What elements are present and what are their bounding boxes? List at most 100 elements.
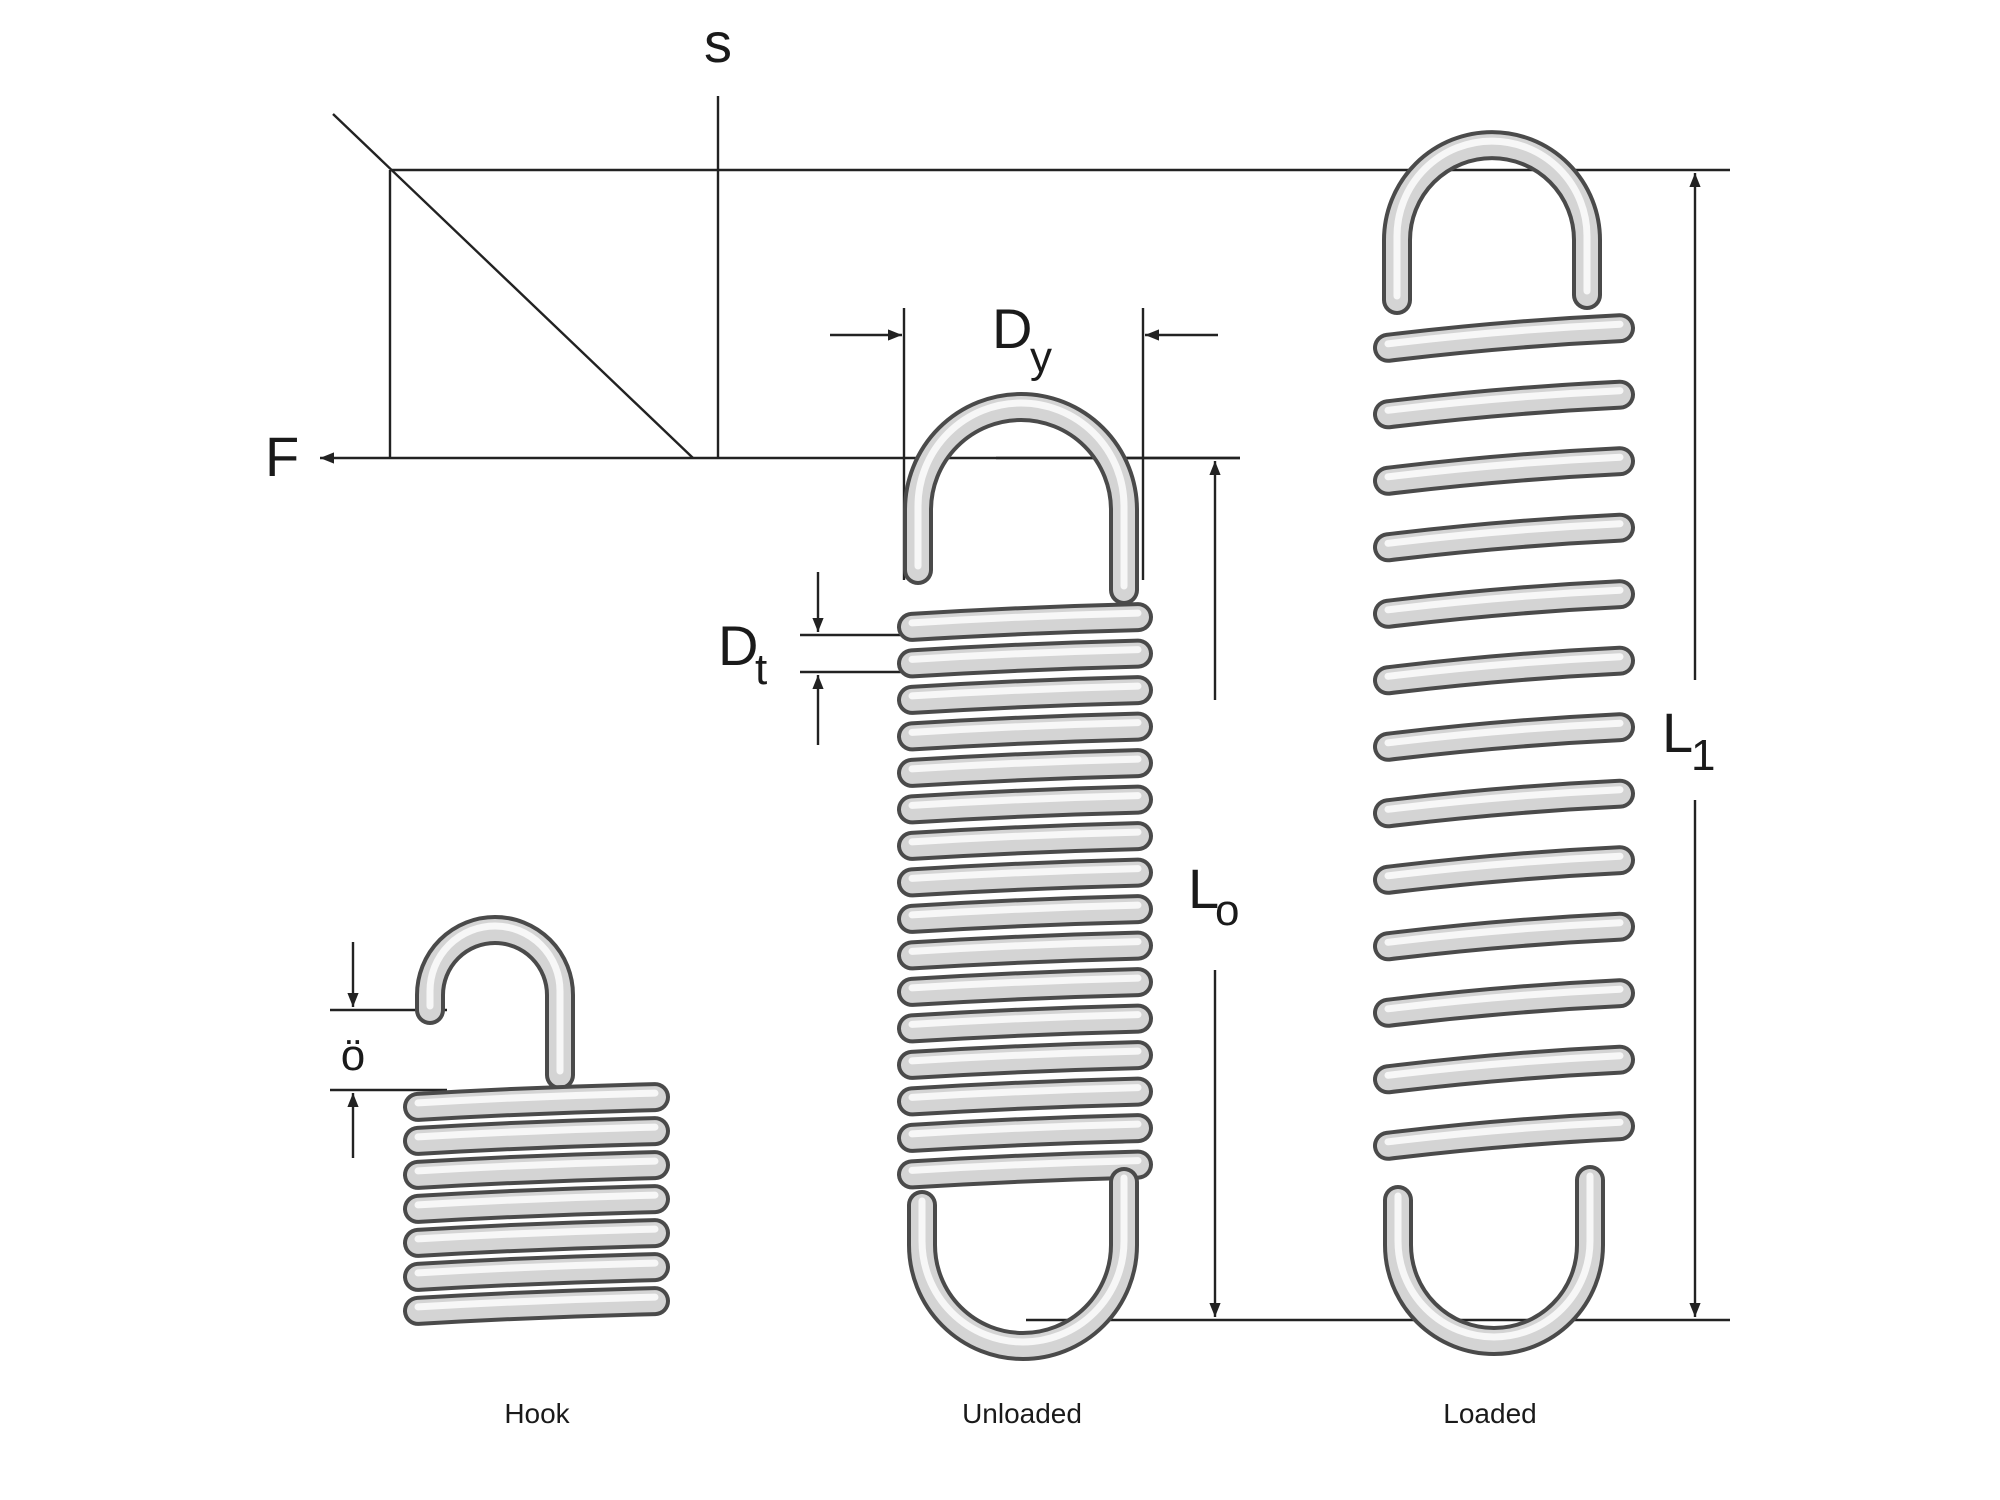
wire-diameter-dimension bbox=[800, 572, 905, 745]
unloaded-coil-2-highlight bbox=[908, 646, 1142, 663]
hook-coil-1-fill bbox=[407, 1086, 666, 1118]
loaded-coil-10-fill bbox=[1377, 915, 1631, 958]
loaded-coil-8-fill bbox=[1377, 782, 1631, 825]
hook-coil-6-fill bbox=[407, 1256, 666, 1288]
hook-coil-2-fill bbox=[407, 1120, 666, 1152]
loaded-coil-7-highlight bbox=[1384, 719, 1624, 747]
unloaded-coil-8-fill bbox=[901, 861, 1149, 894]
s-label: s bbox=[704, 11, 732, 74]
loaded-coil-12-fill bbox=[1377, 1048, 1631, 1091]
hook-coil-7-highlight bbox=[414, 1293, 659, 1311]
hook-coil-6-highlight bbox=[414, 1259, 659, 1277]
hook-eye-highlight bbox=[426, 922, 564, 1075]
dy-label: D bbox=[992, 297, 1032, 360]
loaded-coil-8-highlight bbox=[1384, 786, 1624, 813]
o-umlaut-label: ö bbox=[341, 1031, 365, 1080]
loaded-top-eye-highlight bbox=[1393, 137, 1591, 300]
hook-coil-2-highlight bbox=[414, 1123, 659, 1141]
unloaded-coil-13-highlight bbox=[908, 1047, 1142, 1065]
hook-coil-5-fill bbox=[407, 1222, 666, 1254]
loaded-caption: Loaded bbox=[1443, 1398, 1536, 1429]
unloaded-top-eye-highlight bbox=[914, 399, 1128, 590]
dy-subscript: y bbox=[1030, 333, 1052, 382]
unloaded-coil-2-fill bbox=[901, 642, 1149, 675]
loaded-coil-1-fill bbox=[1377, 317, 1631, 359]
loaded-coil-13-highlight bbox=[1384, 1118, 1624, 1146]
hook-coil-1-highlight bbox=[414, 1089, 659, 1107]
unloaded-coil-11-highlight bbox=[908, 974, 1142, 992]
unloaded-coil-16-highlight bbox=[908, 1157, 1142, 1174]
loaded-coil-2-fill bbox=[1377, 383, 1631, 426]
loaded-coil-1-highlight bbox=[1384, 320, 1624, 348]
unloaded-coil-6-fill bbox=[901, 788, 1149, 821]
loaded-coil-5-fill bbox=[1377, 583, 1631, 625]
unloaded-coil-5-highlight bbox=[908, 755, 1142, 773]
loaded-coil-6-highlight bbox=[1384, 653, 1624, 680]
unloaded-coil-16-fill bbox=[901, 1153, 1149, 1186]
unloaded-coil-1-fill bbox=[901, 606, 1149, 638]
unloaded-coil-15-highlight bbox=[908, 1120, 1142, 1138]
unloaded-coil-12-fill bbox=[901, 1007, 1149, 1040]
unloaded-spring bbox=[897, 392, 1153, 1361]
unloaded-coil-3-fill bbox=[901, 679, 1149, 711]
unloaded-coil-11-fill bbox=[901, 971, 1149, 1003]
unloaded-coil-4-highlight bbox=[908, 719, 1142, 736]
unloaded-coil-9-fill bbox=[901, 898, 1149, 930]
hook-coil-5-highlight bbox=[414, 1225, 659, 1243]
hook-eye-fill bbox=[419, 919, 571, 1086]
loaded-coil-4-fill bbox=[1377, 516, 1631, 559]
loaded-coil-3-highlight bbox=[1384, 453, 1624, 481]
unloaded-coil-5-fill bbox=[901, 752, 1149, 784]
unloaded-coil-9-highlight bbox=[908, 901, 1142, 919]
loaded-coil-9-fill bbox=[1377, 849, 1631, 891]
hook-coil-4-highlight bbox=[414, 1191, 659, 1209]
hook-spring bbox=[403, 915, 670, 1326]
loaded-coil-6-fill bbox=[1377, 649, 1631, 692]
l1-label: L bbox=[1662, 701, 1693, 764]
unloaded-coil-7-highlight bbox=[908, 828, 1142, 846]
unloaded-coil-12-highlight bbox=[908, 1011, 1142, 1028]
loaded-coil-10-highlight bbox=[1384, 919, 1624, 946]
loaded-coil-4-highlight bbox=[1384, 520, 1624, 547]
unloaded-coil-6-highlight bbox=[908, 792, 1142, 809]
loaded-spring bbox=[1373, 130, 1635, 1356]
unloaded-coil-4-fill bbox=[901, 715, 1149, 748]
unloaded-coil-15-fill bbox=[901, 1117, 1149, 1149]
loaded-coil-5-highlight bbox=[1384, 586, 1624, 614]
unloaded-coil-13-fill bbox=[901, 1044, 1149, 1076]
unloaded-coil-3-highlight bbox=[908, 682, 1142, 700]
unloaded-caption: Unloaded bbox=[962, 1398, 1082, 1429]
unloaded-coil-10-highlight bbox=[908, 938, 1142, 955]
loaded-bottom-eye-fill bbox=[1387, 1169, 1601, 1352]
dt-label: D bbox=[718, 614, 758, 677]
unloaded-coil-8-highlight bbox=[908, 865, 1142, 882]
hook-coil-3-highlight bbox=[414, 1157, 659, 1175]
hook-caption: Hook bbox=[504, 1398, 570, 1429]
unloaded-coil-7-fill bbox=[901, 825, 1149, 857]
unloaded-bottom-eye-highlight bbox=[918, 1174, 1128, 1346]
loaded-coil-12-highlight bbox=[1384, 1052, 1624, 1079]
loaded-coil-13-fill bbox=[1377, 1115, 1631, 1157]
lo-label: L bbox=[1188, 857, 1219, 920]
loaded-bottom-eye-highlight bbox=[1394, 1172, 1594, 1341]
loaded-coil-3-fill bbox=[1377, 450, 1631, 492]
characteristic-line bbox=[332, 113, 694, 459]
l1-subscript: 1 bbox=[1691, 731, 1715, 780]
loaded-coil-11-highlight bbox=[1384, 985, 1624, 1013]
unloaded-bottom-eye-fill bbox=[911, 1171, 1135, 1357]
unloaded-coil-1-highlight bbox=[908, 609, 1142, 627]
unloaded-coil-10-fill bbox=[901, 934, 1149, 967]
loaded-coil-7-fill bbox=[1377, 716, 1631, 758]
f-label: F bbox=[265, 425, 299, 488]
unloaded-coil-14-highlight bbox=[908, 1084, 1142, 1101]
loaded-coil-11-fill bbox=[1377, 982, 1631, 1024]
loaded-coil-2-highlight bbox=[1384, 387, 1624, 414]
lo-subscript: o bbox=[1215, 886, 1239, 935]
hook-coil-4-fill bbox=[407, 1188, 666, 1220]
hook-coil-3-fill bbox=[407, 1154, 666, 1186]
dt-subscript: t bbox=[755, 645, 767, 694]
loaded-coil-9-highlight bbox=[1384, 852, 1624, 880]
unloaded-coil-14-fill bbox=[901, 1080, 1149, 1113]
hook-coil-7-fill bbox=[407, 1290, 666, 1322]
